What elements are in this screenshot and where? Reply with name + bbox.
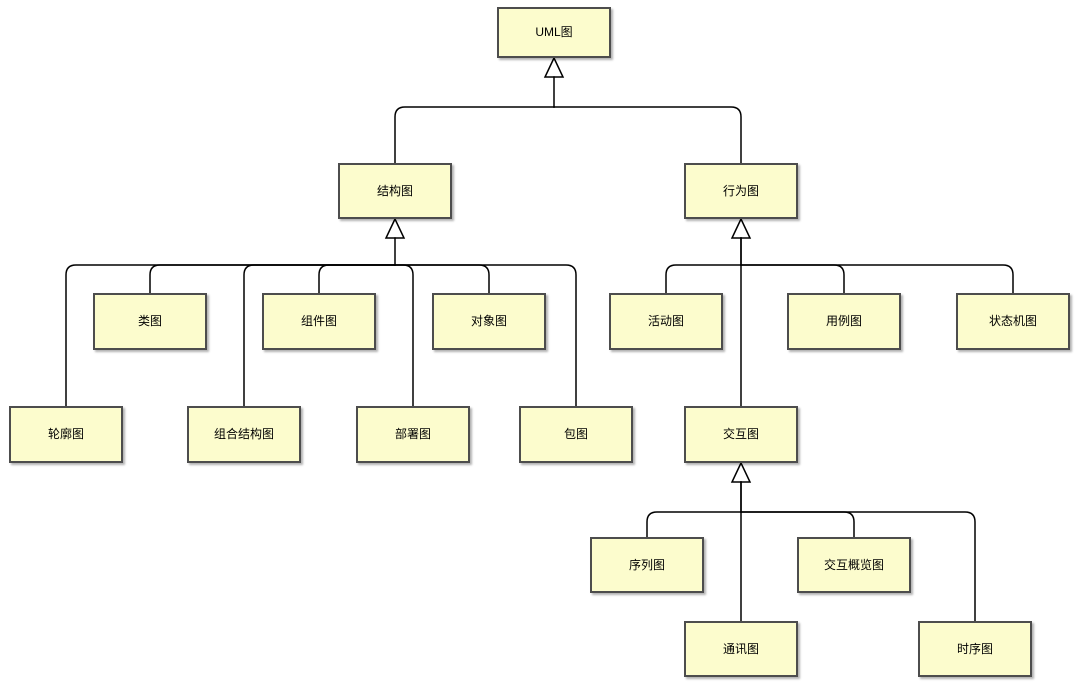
generalization-edge [740,511,855,538]
generalization-arrow-icon [543,56,565,78]
generalization-edge [243,264,396,407]
node-behavior: 行为图 [684,163,798,219]
node-package: 包图 [519,406,633,463]
node-label-profile: 轮廓图 [47,427,84,442]
node-label-behavior: 行为图 [722,183,759,198]
node-communication: 通讯图 [684,621,798,677]
generalization-edge [65,264,396,407]
generalization-edge [394,264,577,407]
generalization-edge [740,264,845,294]
node-activity: 活动图 [609,293,723,350]
node-class: 类图 [93,293,207,350]
node-structure: 结构图 [338,163,452,219]
node-interaction_overview: 交互概览图 [797,537,911,593]
node-label-interaction: 交互图 [722,427,759,442]
generalization-edge [318,264,396,294]
node-profile: 轮廓图 [9,406,123,463]
node-label-interaction_overview: 交互概览图 [823,557,884,572]
node-label-timing: 时序图 [956,641,993,656]
node-object: 对象图 [432,293,546,350]
generalization-arrow-icon [384,217,406,239]
node-deployment: 部署图 [356,406,470,463]
node-label-communication: 通讯图 [722,641,759,656]
node-timing: 时序图 [918,621,1032,677]
node-label-activity: 活动图 [647,314,684,329]
node-label-usecase: 用例图 [825,314,862,329]
generalization-edge [740,264,1014,294]
node-label-class: 类图 [137,314,162,329]
node-label-deployment: 部署图 [394,427,431,442]
node-label-object: 对象图 [470,314,507,329]
generalization-edge [646,511,742,538]
node-usecase: 用例图 [787,293,901,350]
node-label-uml: UML图 [535,25,573,40]
node-composite_structure: 组合结构图 [187,406,301,463]
generalization-edge [553,106,742,164]
node-label-package: 包图 [563,427,588,442]
node-label-component: 组件图 [300,314,337,329]
node-label-sequence: 序列图 [628,557,665,572]
generalization-arrow-icon [730,461,752,483]
node-interaction: 交互图 [684,406,798,463]
node-uml: UML图 [497,7,611,58]
node-sequence: 序列图 [590,537,704,593]
generalization-edge [740,511,976,622]
generalization-edge [394,264,490,294]
node-label-composite_structure: 组合结构图 [213,427,274,442]
generalization-edge [149,264,396,294]
node-component: 组件图 [262,293,376,350]
generalization-edge [394,106,555,164]
node-label-structure: 结构图 [376,183,413,198]
generalization-edge [665,264,742,294]
node-statemachine: 状态机图 [956,293,1070,350]
node-label-statemachine: 状态机图 [988,314,1037,329]
generalization-arrow-icon [730,217,752,239]
generalization-edge [394,264,414,407]
